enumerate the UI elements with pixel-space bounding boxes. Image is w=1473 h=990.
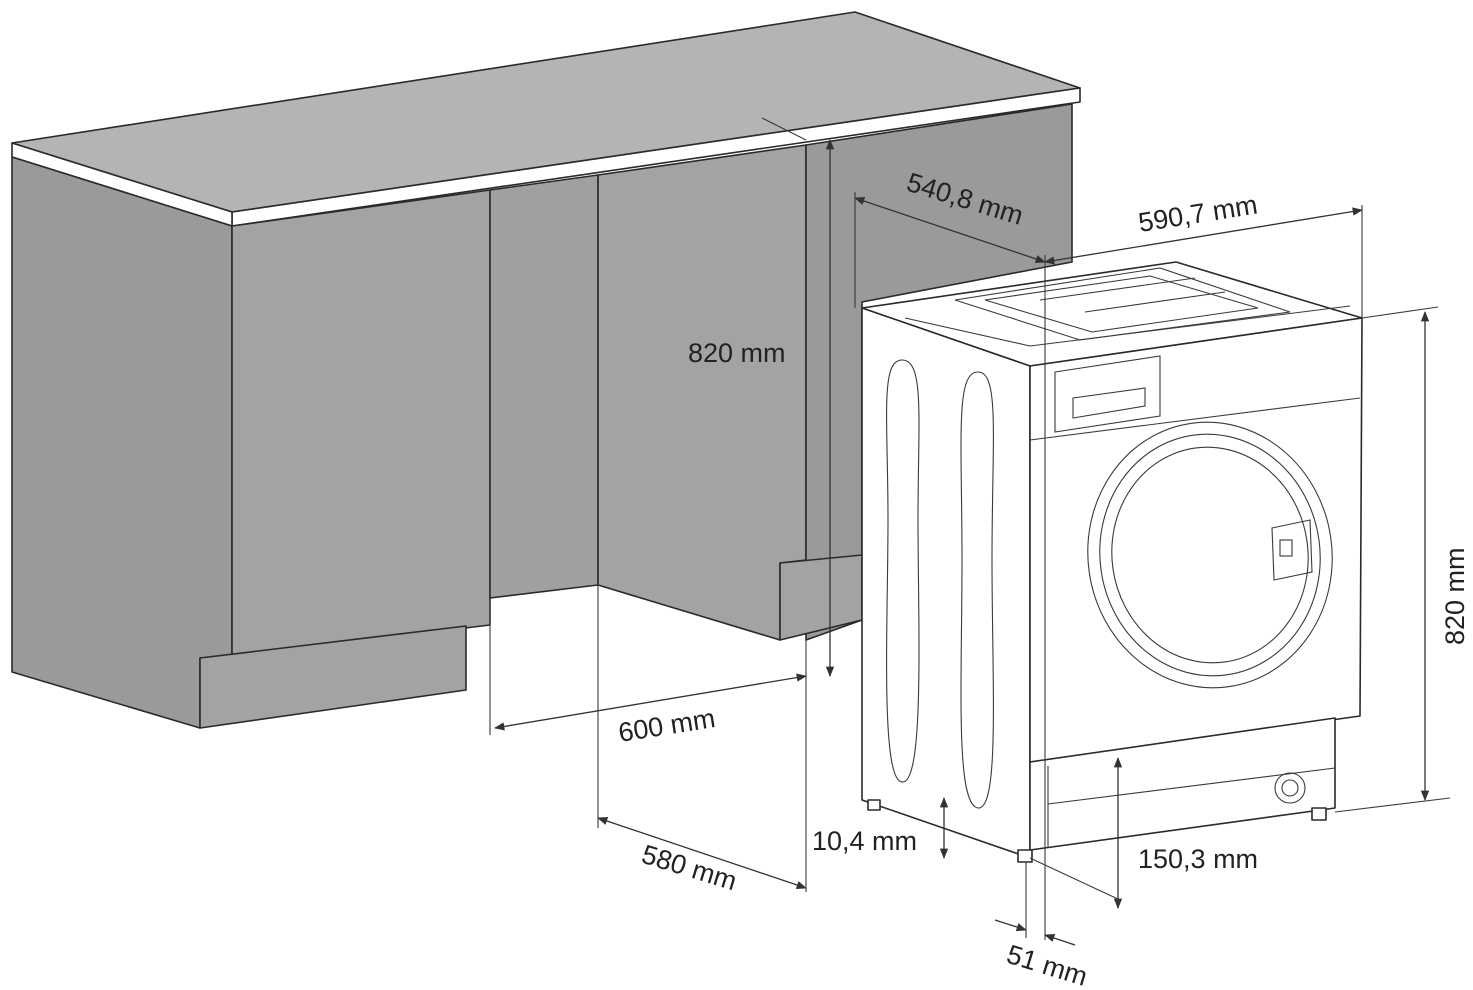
- cabinet-left-plinth: [199, 625, 467, 729]
- door-inner-ring: [1099, 433, 1321, 677]
- machine-front: [1029, 317, 1363, 763]
- cabinet-right-plinth: [779, 554, 863, 641]
- cabinet-left-side: [11, 156, 233, 729]
- detergent-drawer: [1054, 355, 1161, 433]
- niche-inner-wall: [489, 174, 599, 599]
- machine-height-label: 820 mm: [1440, 547, 1470, 645]
- machine-foot: [867, 799, 881, 811]
- machine-width-label: 590,7 mm: [1136, 190, 1259, 238]
- niche-depth-label: 580 mm: [638, 839, 740, 896]
- cabinet-middle-door: [597, 144, 807, 641]
- machine-foot: [1017, 849, 1033, 863]
- niche-height-label: 820 mm: [688, 338, 786, 368]
- side-grip-right: [960, 371, 994, 809]
- dimension-lines: [489, 138, 1451, 946]
- front-recess-label: 51 mm: [1003, 939, 1091, 990]
- drawer-handle: [1072, 387, 1146, 419]
- side-grip-left: [886, 359, 920, 783]
- machine-foot: [1311, 807, 1327, 821]
- machine-plinth: [1029, 717, 1336, 851]
- cabinet-left-door: [231, 189, 491, 657]
- foot-height-label: 10,4 mm: [812, 826, 917, 856]
- kitchen-cabinet: [11, 11, 1081, 729]
- washing-machine: [861, 261, 1363, 863]
- plinth-height-label: 150,3 mm: [1138, 844, 1258, 874]
- drain-filter-knob: [1274, 772, 1306, 804]
- door-glass: [1111, 446, 1309, 664]
- niche-width-label: 600 mm: [616, 703, 717, 748]
- door-outer-ring: [1087, 421, 1333, 689]
- door-handle: [1271, 519, 1313, 581]
